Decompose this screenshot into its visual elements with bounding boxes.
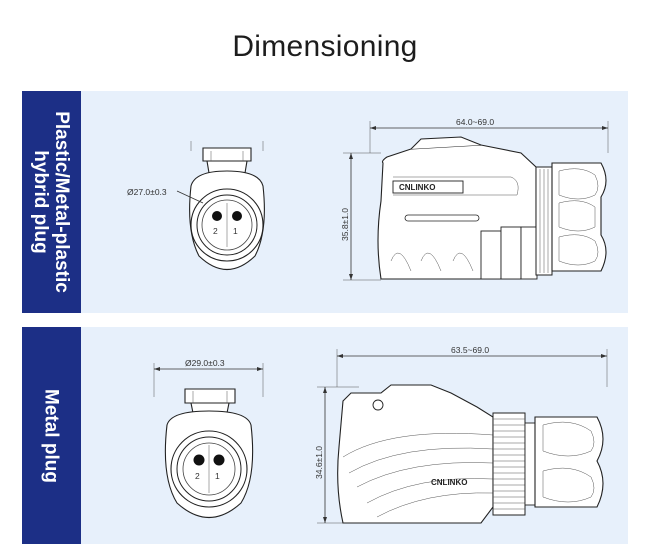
front-diameter-label: Ø27.0±0.3 bbox=[127, 187, 167, 197]
panel-label: Plastic/Metal-plastic hybrid plug bbox=[30, 111, 72, 293]
side-brand-label: CNLINKO bbox=[399, 183, 435, 192]
side-view: 63.5~69.0 34.6±1.0 CNLINKO bbox=[314, 345, 608, 524]
panel-label-line1: Metal plug bbox=[40, 388, 62, 483]
plastic-hybrid-plug-panel: Plastic/Metal-plastic hybrid plug 2 1 Ø2… bbox=[22, 91, 628, 313]
side-length-label: 64.0~69.0 bbox=[456, 117, 494, 127]
front-pin-right-label: 1 bbox=[215, 471, 220, 481]
panel-label-line2: hybrid plug bbox=[30, 150, 51, 254]
plastic-plug-drawing: 2 1 Ø27.0±0.3 64.0~69.0 35.8±1.0 bbox=[127, 117, 609, 281]
front-view: Ø29.0±0.3 2 1 bbox=[153, 358, 264, 518]
side-view: 64.0~69.0 35.8±1.0 CNLINKO bbox=[340, 117, 609, 281]
metal-plug-panel: Metal plug Ø29.0±0.3 2 1 bbox=[22, 327, 628, 544]
panel-label: Metal plug bbox=[41, 389, 62, 483]
metal-plug-drawing: Ø29.0±0.3 2 1 63.5~69.0 bbox=[153, 345, 608, 524]
front-pin-left-label: 2 bbox=[195, 471, 200, 481]
side-height-label: 34.6±1.0 bbox=[314, 446, 324, 479]
side-height-label: 35.8±1.0 bbox=[340, 208, 350, 241]
side-brand-label: CNLINKO bbox=[431, 478, 467, 487]
front-view: 2 1 Ø27.0±0.3 bbox=[127, 141, 265, 270]
panel-sidebar: Plastic/Metal-plastic hybrid plug bbox=[22, 91, 81, 313]
front-pin-right-label: 1 bbox=[233, 226, 238, 236]
side-length-label: 63.5~69.0 bbox=[451, 345, 489, 355]
panel-sidebar: Metal plug bbox=[22, 327, 81, 544]
front-diameter-label: Ø29.0±0.3 bbox=[185, 358, 225, 368]
panel-label-line1: Plastic/Metal-plastic bbox=[51, 111, 72, 293]
page-title: Dimensioning bbox=[232, 30, 418, 63]
front-pin-left-label: 2 bbox=[213, 226, 218, 236]
